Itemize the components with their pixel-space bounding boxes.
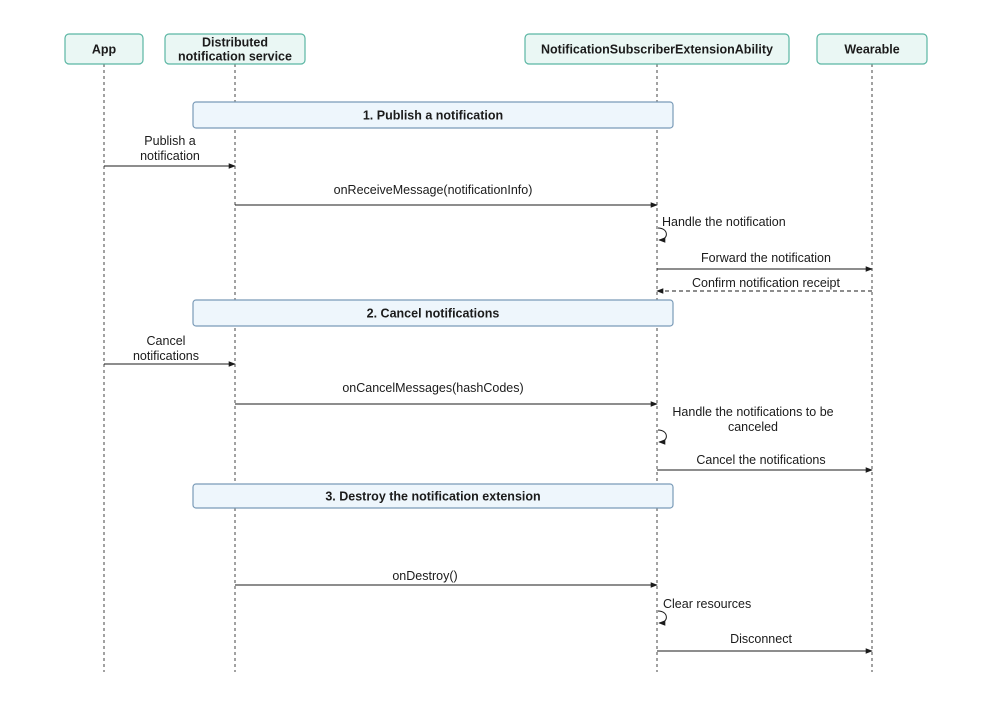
self-message: Clear resources — [657, 597, 751, 626]
actor-wearable: Wearable — [816, 33, 928, 65]
phase-label: 1. Publish a notification — [363, 109, 503, 123]
message-label: Cancel — [147, 334, 186, 348]
self-arrow — [657, 429, 667, 445]
actor-box-app — [64, 33, 144, 65]
message: Confirm notification receipt — [656, 276, 872, 294]
actor-box-wearable — [816, 33, 928, 65]
message-label: onCancelMessages(hashCodes) — [342, 381, 523, 395]
message-label: Clear resources — [663, 597, 751, 611]
message: onCancelMessages(hashCodes) — [235, 381, 658, 407]
phase-banner: 1. Publish a notification — [192, 101, 674, 129]
message: Cancel the notifications — [657, 453, 873, 473]
message: onDestroy() — [235, 569, 658, 588]
actor-nsea: NotificationSubscriberExtensionAbility — [524, 33, 790, 65]
message-label: onReceiveMessage(notificationInfo) — [334, 183, 533, 197]
actor-app: App — [64, 33, 144, 65]
message-label: Cancel the notifications — [696, 453, 825, 467]
message-label: notifications — [133, 349, 199, 363]
phase-label: 2. Cancel notifications — [367, 307, 500, 321]
phase-box — [192, 101, 674, 129]
phase-banner: 2. Cancel notifications — [192, 299, 674, 327]
actor-label-wearable: Wearable — [844, 43, 899, 57]
actor-label-app: App — [92, 43, 117, 57]
self-arrow — [657, 610, 667, 626]
actor-label-dns: notification service — [178, 50, 292, 64]
message-label: Forward the notification — [701, 251, 831, 265]
actor-box-nsea — [524, 33, 790, 65]
self-arrow — [657, 227, 667, 243]
message-label: Handle the notifications to be — [672, 405, 833, 419]
message-label: onDestroy() — [392, 569, 457, 583]
phase-label: 3. Destroy the notification extension — [325, 490, 540, 504]
message-label: Publish a — [144, 134, 195, 148]
self-message: Handle the notification — [657, 215, 786, 243]
phase-banner: 3. Destroy the notification extension — [192, 483, 674, 509]
actor-label-dns: Distributed — [202, 36, 268, 50]
message-label: Confirm notification receipt — [692, 276, 841, 290]
message-label: notification — [140, 149, 200, 163]
message-label: Disconnect — [730, 632, 792, 646]
message: Forward the notification — [657, 251, 873, 272]
actor-box-dns — [164, 33, 306, 65]
phase-box — [192, 483, 674, 509]
phase-box — [192, 299, 674, 327]
message: Disconnect — [657, 632, 873, 654]
actor-label-nsea: NotificationSubscriberExtensionAbility — [541, 43, 773, 57]
message-label: canceled — [728, 420, 778, 434]
message: onReceiveMessage(notificationInfo) — [235, 183, 658, 208]
message-label: Handle the notification — [662, 215, 786, 229]
